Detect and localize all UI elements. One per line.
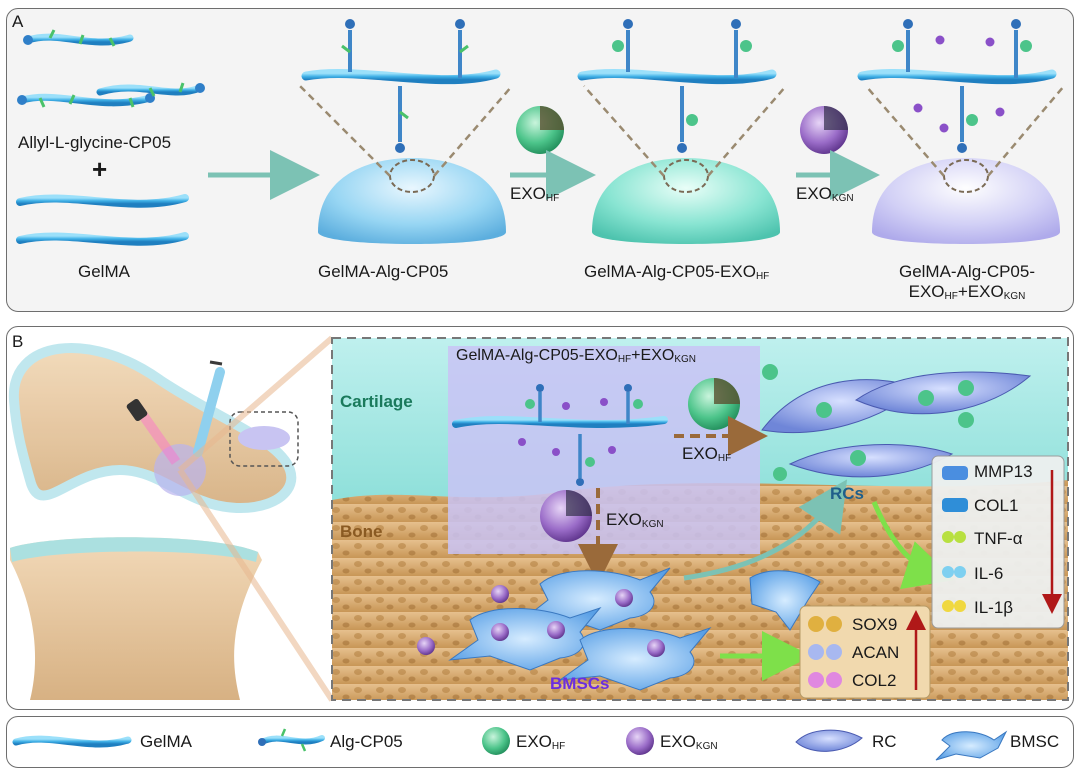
- marker-mmp13: MMP13: [974, 462, 1033, 481]
- bmsc-cells: [417, 567, 821, 691]
- alg-cp05-strands: [17, 29, 205, 108]
- up-marker-icons: [808, 616, 842, 688]
- arrow-rc-to-markers: [871, 501, 956, 590]
- legend-gelma: GelMA: [140, 732, 192, 751]
- panel-b: [6, 326, 1074, 710]
- panel-a: [6, 8, 1074, 312]
- hydrogel-stage-2: [577, 19, 787, 244]
- cartilage-label: Cartilage: [340, 392, 413, 411]
- product-3-label: GelMA-Alg-CP05- EXOHF+EXOKGN: [898, 262, 1036, 302]
- down-marker-icons: [942, 466, 968, 612]
- product-2-label: GelMA-Alg-CP05-EXOHF: [584, 262, 770, 282]
- input-alg-label: Allyl-L-glycine-CP05: [18, 133, 172, 152]
- product-1-label: GelMA-Alg-CP05: [318, 262, 449, 281]
- legend-icons: [12, 727, 1008, 761]
- marker-il-6: IL-6: [974, 564, 1004, 583]
- hydrogel-stage-1: [299, 19, 513, 244]
- bone-label: Bone: [340, 522, 383, 541]
- gelma-strands: [16, 194, 189, 246]
- arrow-label-exo-kgn: EXOKGN: [796, 184, 854, 204]
- panel-a-label: A: [12, 12, 24, 31]
- marker-sox9: SOX9: [852, 615, 898, 634]
- marker-acan: ACAN: [852, 643, 900, 662]
- input-gelma-label: GelMA: [78, 262, 130, 281]
- marker-col1: COL1: [974, 496, 1019, 515]
- marker-il-1beta: IL-1β: [974, 598, 1014, 617]
- panel-b-label: B: [12, 332, 24, 351]
- hydrogel-stage-3: [857, 19, 1065, 244]
- arrow-label-exo-hf: EXOHF: [510, 184, 560, 204]
- hydrogel-title: GelMA-Alg-CP05-EXOHF+EXOKGN: [456, 347, 696, 365]
- plus-sign: +: [92, 154, 108, 184]
- legend-exo-hf: EXOHF: [516, 732, 566, 752]
- rcs-label: RCs: [830, 484, 865, 503]
- marker-tnf-alpha: TNF-α: [974, 529, 1023, 548]
- release-label-exo-kgn: EXOKGN: [606, 510, 664, 530]
- rc-cells: [761, 364, 1032, 481]
- bmscs-label: BMSCs: [550, 674, 610, 693]
- marker-col2: COL2: [852, 671, 897, 690]
- legend-bmsc: BMSC: [1010, 732, 1060, 751]
- legend-rc: RC: [872, 732, 897, 751]
- arrow-bmsc-to-rc: [683, 479, 848, 581]
- legend-exo-kgn: EXOKGN: [660, 732, 718, 752]
- knee-joint: [8, 335, 335, 702]
- legend-alg-cp05: Alg-CP05: [330, 732, 403, 751]
- release-label-exo-hf: EXOHF: [682, 444, 732, 464]
- legend-bar: [6, 716, 1074, 768]
